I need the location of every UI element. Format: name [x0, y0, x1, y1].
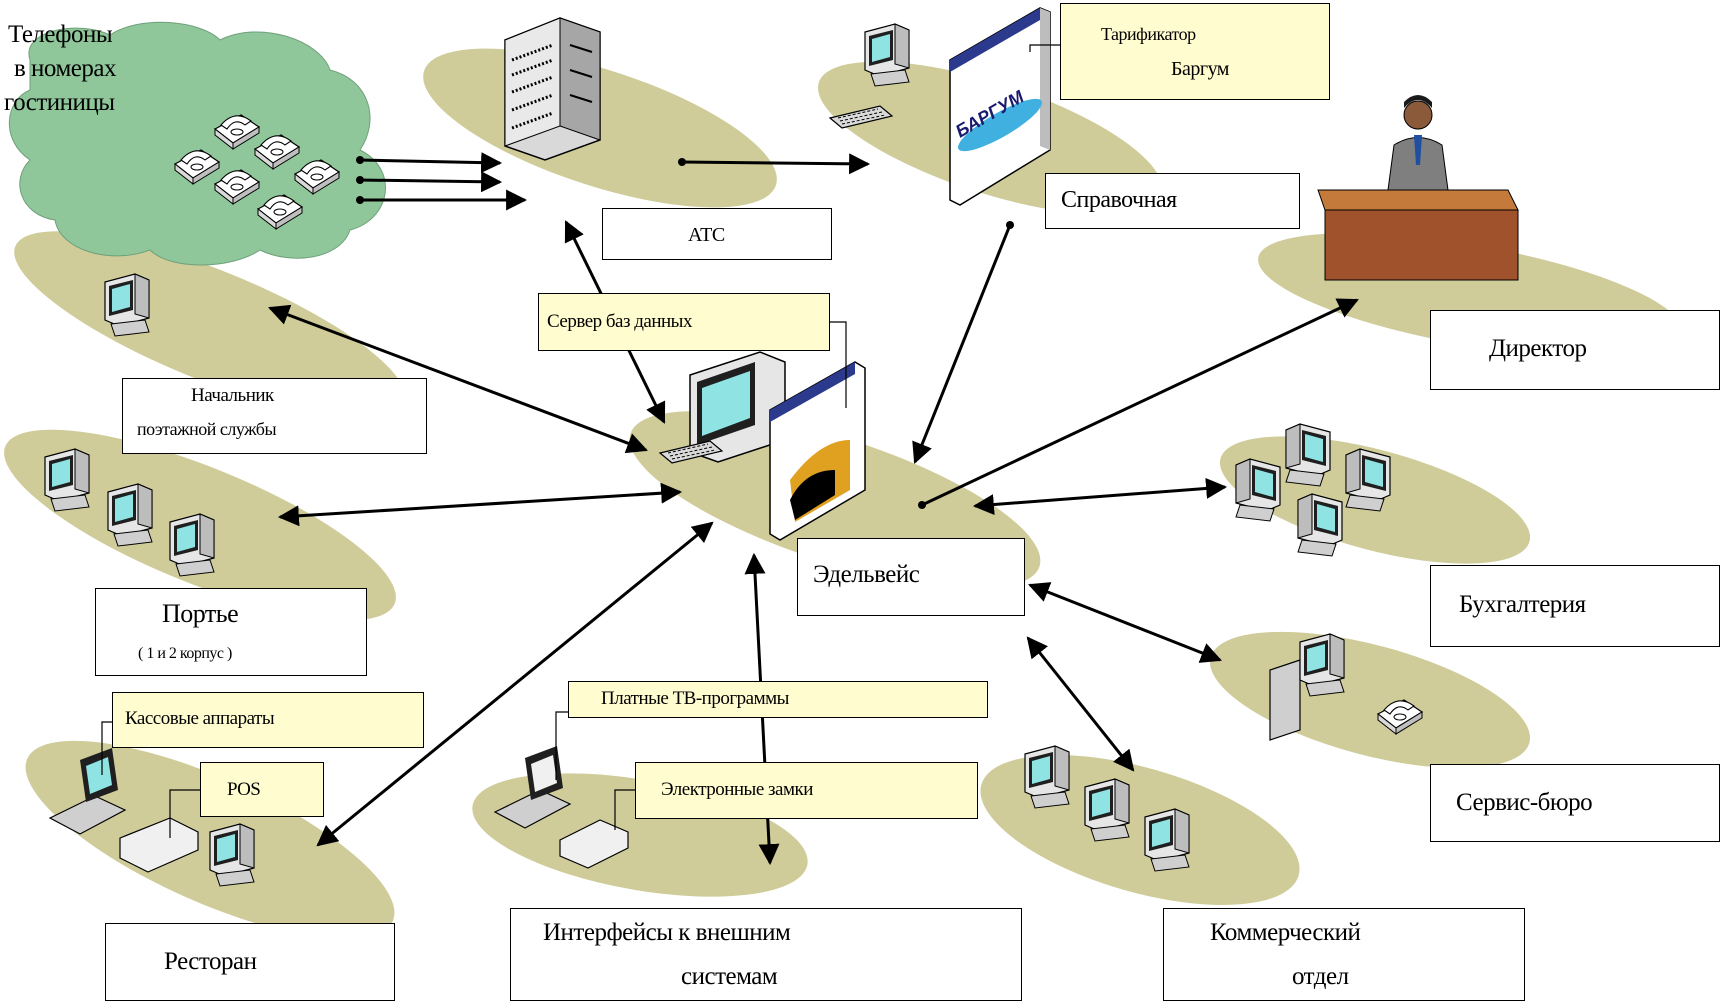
cash-registers-label: Кассовые аппараты — [112, 692, 424, 748]
locks-label: Электронные замки — [635, 762, 978, 819]
director-figure-icon — [1317, 95, 1519, 281]
security-chief-label: Начальник поэтажной службы — [122, 378, 427, 454]
callout-leaders — [101, 44, 1060, 838]
tariff-label-line1: Тарификатор — [1101, 24, 1196, 44]
tv-label-text: Платные ТВ-программы — [601, 688, 789, 709]
phones-label-line3: гостиницы — [4, 89, 115, 116]
tariff-label: Тарификатор Баргум — [1060, 3, 1330, 100]
director-label-text: Директор — [1489, 335, 1587, 362]
tariff-label-line2: Баргум — [1171, 58, 1229, 80]
commercial-line1: Коммерческий — [1210, 919, 1361, 946]
security-workstation-icon — [104, 273, 150, 337]
security-chief-line1: Начальник — [191, 385, 274, 406]
commercial-line2: отдел — [1292, 963, 1349, 990]
portier-line2: ( 1 и 2 корпус ) — [138, 645, 232, 662]
accounting-label: Бухгалтерия — [1430, 565, 1720, 647]
edelweiss-label-text: Эдельвейс — [813, 561, 920, 588]
phones-label-line1: Телефоны — [8, 21, 113, 48]
service-bureau-label: Сервис-бюро — [1430, 764, 1720, 842]
pos-label-text: POS — [227, 779, 261, 800]
portier-label: Портье ( 1 и 2 корпус ) — [95, 588, 367, 676]
phones-label-line2: в номерах — [14, 55, 116, 82]
db-server-label: Сервер баз данных — [538, 293, 830, 351]
service-equipment-icon — [1269, 633, 1423, 741]
phones-label: Телефоны в номерах гостиницы — [4, 18, 116, 120]
restaurant-label-text: Ресторан — [164, 948, 257, 975]
portier-line1: Портье — [162, 599, 239, 628]
accounting-label-text: Бухгалтерия — [1459, 591, 1586, 618]
restaurant-equipment-icon — [48, 748, 255, 887]
db-server-label-text: Сервер баз данных — [547, 311, 692, 332]
interfaces-line2: системам — [681, 963, 778, 990]
tv-label: Платные ТВ-программы — [568, 681, 988, 718]
arrow-dots — [356, 156, 1014, 509]
restaurant-label: Ресторан — [105, 923, 395, 1001]
edelweiss-label: Эдельвейс — [797, 538, 1025, 616]
ats-label: АТС — [602, 208, 832, 260]
director-label: Директор — [1430, 310, 1720, 390]
interfaces-label: Интерфейсы к внешним системам — [510, 908, 1022, 1001]
commercial-label: Коммерческий отдел — [1163, 908, 1525, 1001]
cash-registers-label-text: Кассовые аппараты — [125, 708, 275, 729]
reference-label: Справочная — [1045, 173, 1300, 229]
server-workstation-icon — [659, 351, 866, 541]
interfaces-equipment-icon — [493, 746, 629, 869]
ats-cabinet-icon — [504, 17, 601, 161]
ats-label-text: АТС — [688, 224, 725, 246]
commercial-ellipse — [980, 755, 1300, 905]
interfaces-line1: Интерфейсы к внешним — [543, 919, 791, 946]
service-bureau-label-text: Сервис-бюро — [1456, 789, 1593, 816]
security-chief-line2: поэтажной службы — [137, 419, 277, 439]
reference-workstation-icon: БАРГУМ — [829, 7, 1051, 206]
locks-label-text: Электронные замки — [661, 779, 813, 800]
pos-label: POS — [200, 762, 324, 817]
reference-label-text: Справочная — [1061, 187, 1177, 213]
